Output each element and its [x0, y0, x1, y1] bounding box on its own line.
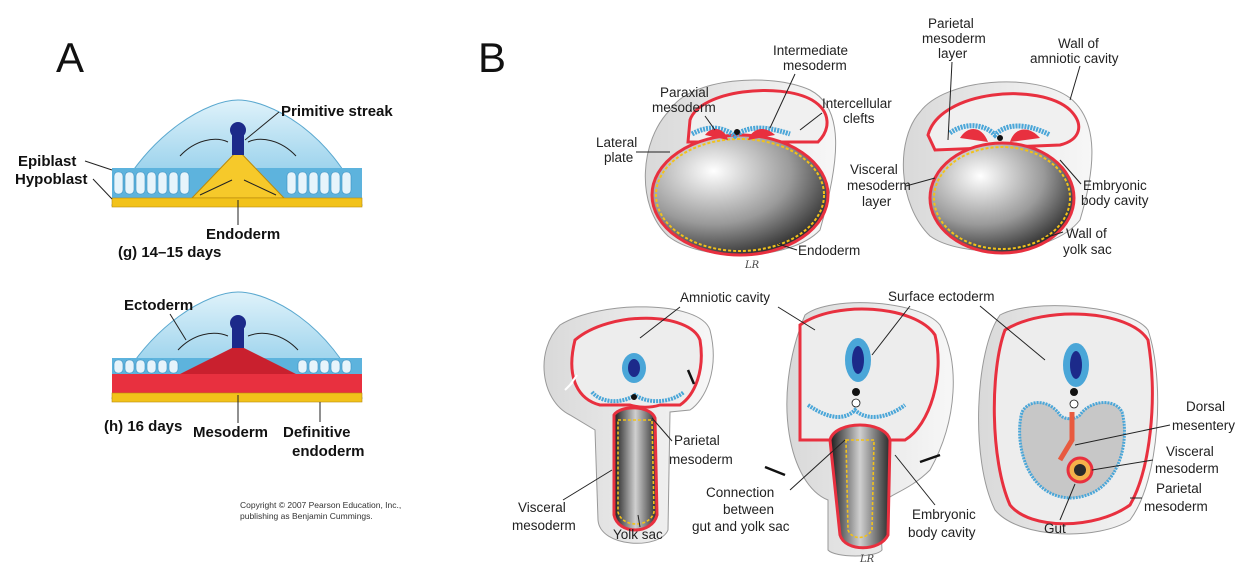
wall-amniotic-label-1: Wall of	[1058, 36, 1099, 51]
ectoderm-label: Ectoderm	[124, 297, 193, 314]
intermediate-label-1: Intermediate	[773, 43, 848, 58]
embryonic-cavity-label-2: body cavity	[1081, 193, 1149, 208]
embryo-stage-3	[544, 307, 713, 543]
parietal-r-label-2: mesoderm	[1144, 499, 1208, 514]
epiblast-label: Epiblast	[18, 153, 76, 170]
endoderm-label: Endoderm	[206, 226, 280, 243]
panel-b-letter: B	[478, 34, 506, 81]
panel-a-letter: A	[56, 34, 84, 81]
visceral-layer-label-2: mesoderm	[847, 178, 911, 193]
parietal-meso-label-2: mesoderm	[669, 452, 733, 467]
endoderm-b-label: Endoderm	[798, 243, 860, 258]
copyright-line-1: Copyright © 2007 Pearson Education, Inc.…	[240, 500, 401, 510]
visceral-meso-label-2: mesoderm	[512, 518, 576, 533]
intermediate-label-2: mesoderm	[783, 58, 847, 73]
definitive-endoderm-label-1: Definitive	[283, 424, 351, 441]
parietal-layer-label-2: mesoderm	[922, 31, 986, 46]
dorsal-mesentery-label-1: Dorsal	[1186, 399, 1225, 414]
yolk-sac-label: Yolk sac	[613, 527, 663, 542]
caption-g: (g) 14–15 days	[118, 244, 221, 261]
artist-signature-2: LR	[859, 554, 875, 565]
wall-amniotic-label-2: amniotic cavity	[1030, 51, 1119, 66]
parietal-layer-label-3: layer	[938, 46, 968, 61]
lateral-plate-label-1: Lateral	[596, 135, 637, 150]
primitive-streak-label: Primitive streak	[281, 103, 393, 120]
copyright-line-2: publishing as Benjamin Cummings.	[240, 511, 373, 521]
connection-label-1: Connection	[706, 485, 774, 500]
artist-signature-1: LR	[744, 260, 760, 271]
paraxial-label-1: Paraxial	[660, 85, 709, 100]
parietal-layer-label-1: Parietal	[928, 16, 974, 31]
parietal-r-label-1: Parietal	[1156, 481, 1202, 496]
paraxial-label-2: mesoderm	[652, 100, 716, 115]
connection-label-3: gut and yolk sac	[692, 519, 790, 534]
lateral-plate-label-2: plate	[604, 150, 633, 165]
embryonic-cavity-b-label-1: Embryonic	[912, 507, 976, 522]
mesoderm-label: Mesoderm	[193, 424, 268, 441]
dorsal-mesentery-label-2: mesentery	[1172, 418, 1235, 433]
embryonic-cavity-label-1: Embryonic	[1083, 178, 1147, 193]
visceral-r-label-2: mesoderm	[1155, 461, 1219, 476]
wall-yolk-label-1: Wall of	[1066, 226, 1107, 241]
gut-label: Gut	[1044, 521, 1066, 536]
visceral-layer-label-1: Visceral	[850, 162, 898, 177]
definitive-endoderm-label-2: endoderm	[292, 443, 365, 460]
surface-ectoderm-label: Surface ectoderm	[888, 289, 995, 304]
wall-yolk-label-2: yolk sac	[1063, 242, 1112, 257]
intercellular-label-1: Intercellular	[822, 96, 892, 111]
parietal-meso-label-1: Parietal	[674, 433, 720, 448]
intercellular-label-2: clefts	[843, 111, 875, 126]
visceral-layer-label-3: layer	[862, 194, 892, 209]
visceral-meso-label-1: Visceral	[518, 500, 566, 515]
connection-label-2: between	[723, 502, 774, 517]
amniotic-cavity-label: Amniotic cavity	[680, 290, 770, 305]
hypoblast-label: Hypoblast	[15, 171, 88, 188]
embryonic-cavity-b-label-2: body cavity	[908, 525, 976, 540]
caption-h: (h) 16 days	[104, 418, 182, 435]
visceral-r-label-1: Visceral	[1166, 444, 1214, 459]
embryo-stage-2	[903, 82, 1092, 253]
